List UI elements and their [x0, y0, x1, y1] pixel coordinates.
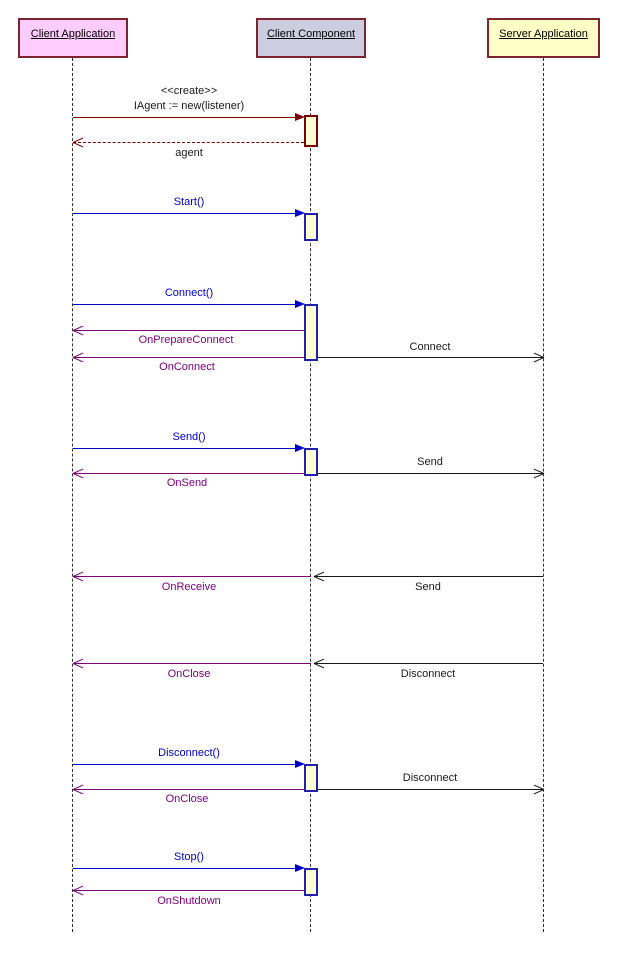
- message-label-on-connect: OnConnect: [159, 361, 215, 373]
- message-line-on-close-remote: [73, 663, 311, 664]
- actor-server-application: Server Application: [487, 18, 600, 58]
- message-label-on-close-remote: OnClose: [167, 668, 211, 680]
- arrowhead-icon: [73, 570, 84, 583]
- arrowhead-icon: [295, 760, 305, 768]
- message-label-agent: agent: [175, 147, 203, 159]
- arrowhead-icon: [73, 324, 84, 337]
- actor-label: Client Component: [266, 28, 356, 40]
- message-label-create-stereotype: <<create>>: [160, 85, 218, 97]
- message-label-on-receive: OnReceive: [161, 581, 217, 593]
- message-label-send-incoming: Send: [415, 581, 441, 593]
- message-line-start: [73, 213, 295, 214]
- arrowhead-icon: [73, 351, 84, 364]
- message-label-disconnect-incoming: Disconnect: [400, 668, 456, 680]
- message-label-on-shutdown: OnShutdown: [157, 895, 221, 907]
- message-label-disconnect-forward: Disconnect: [402, 772, 458, 784]
- message-line-disconnect-forward: [318, 789, 544, 790]
- message-label-on-prepare-connect: OnPrepareConnect: [138, 334, 234, 346]
- arrowhead-icon: [73, 657, 84, 670]
- arrowhead-icon: [73, 884, 84, 897]
- arrowhead-icon: [73, 467, 84, 480]
- message-line-on-prepare-connect: [73, 330, 304, 331]
- message-line-agent-return: [73, 142, 304, 143]
- arrowhead-icon: [295, 444, 305, 452]
- message-line-disconnect: [73, 764, 295, 765]
- actor-label: Server Application: [499, 28, 588, 40]
- message-label-on-close: OnClose: [165, 793, 209, 805]
- message-label-connect-forward: Connect: [409, 341, 451, 353]
- arrowhead-icon: [533, 783, 544, 796]
- message-line-connect: [73, 304, 295, 305]
- message-line-send: [73, 448, 295, 449]
- message-line-create: [73, 117, 295, 118]
- lifeline-client-component: [310, 58, 311, 932]
- arrowhead-icon: [314, 570, 325, 583]
- message-line-connect-forward: [318, 357, 544, 358]
- activation-create: [304, 115, 318, 147]
- message-line-on-close: [73, 789, 304, 790]
- message-label-on-send: OnSend: [166, 477, 208, 489]
- arrowhead-icon: [73, 136, 84, 149]
- actor-label: Client Application: [30, 28, 116, 40]
- activation-stop: [304, 868, 318, 896]
- message-line-send-incoming: [314, 576, 543, 577]
- actor-client-component: Client Component: [256, 18, 366, 58]
- arrowhead-icon: [295, 113, 305, 121]
- activation-connect: [304, 304, 318, 361]
- arrowhead-icon: [533, 467, 544, 480]
- message-line-send-forward: [318, 473, 544, 474]
- arrowhead-icon: [295, 864, 305, 872]
- message-label-send-forward: Send: [417, 456, 443, 468]
- message-label-disconnect: Disconnect(): [158, 747, 220, 759]
- activation-disconnect: [304, 764, 318, 792]
- actor-client-application: Client Application: [18, 18, 128, 58]
- activation-start: [304, 213, 318, 241]
- message-line-on-connect: [73, 357, 304, 358]
- message-line-on-receive: [73, 576, 311, 577]
- activation-send: [304, 448, 318, 476]
- message-label-stop: Stop(): [174, 851, 204, 863]
- message-label-send: Send(): [172, 431, 206, 443]
- arrowhead-icon: [533, 351, 544, 364]
- arrowhead-icon: [314, 657, 325, 670]
- message-line-disconnect-incoming: [314, 663, 543, 664]
- message-line-on-shutdown: [73, 890, 304, 891]
- message-line-stop: [73, 868, 295, 869]
- lifeline-server-application: [543, 58, 544, 932]
- message-line-on-send: [73, 473, 304, 474]
- message-label-start: Start(): [173, 196, 205, 208]
- arrowhead-icon: [295, 209, 305, 217]
- lifeline-client-application: [72, 58, 73, 932]
- arrowhead-icon: [73, 783, 84, 796]
- arrowhead-icon: [295, 300, 305, 308]
- message-label-create-call: IAgent := new(listener): [133, 100, 245, 112]
- message-label-connect: Connect(): [164, 287, 214, 299]
